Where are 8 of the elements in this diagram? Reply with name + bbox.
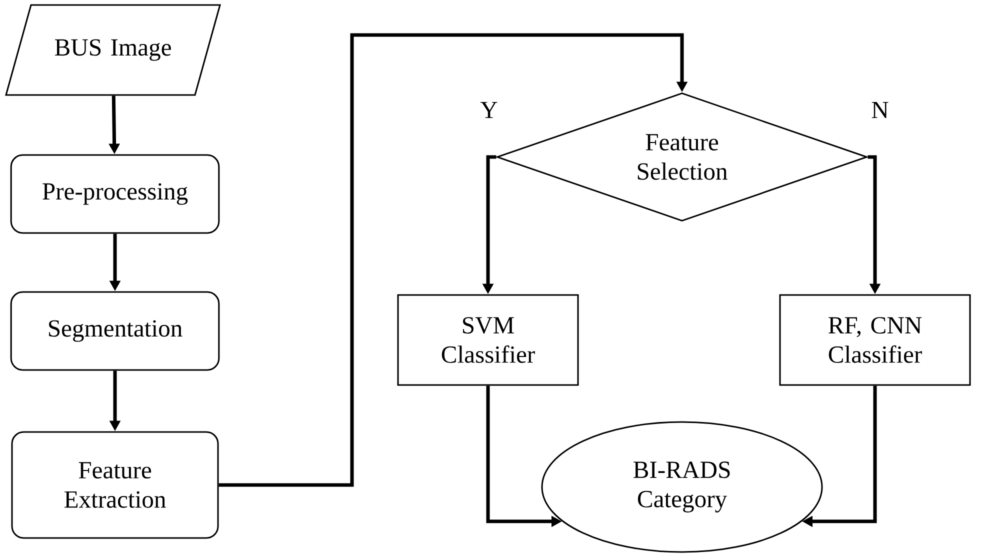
input-parallelogram: BUS Image: [5, 4, 221, 96]
classifier-box: RF, CNN Classifier: [779, 294, 971, 386]
arrow: [218, 33, 688, 487]
process-box: Pre-processing: [10, 154, 220, 234]
process-box: Feature Extraction: [11, 431, 219, 539]
classifier-box: SVM Classifier: [397, 294, 579, 386]
process-box: Segmentation: [10, 291, 220, 371]
edge-label: N: [870, 100, 890, 120]
